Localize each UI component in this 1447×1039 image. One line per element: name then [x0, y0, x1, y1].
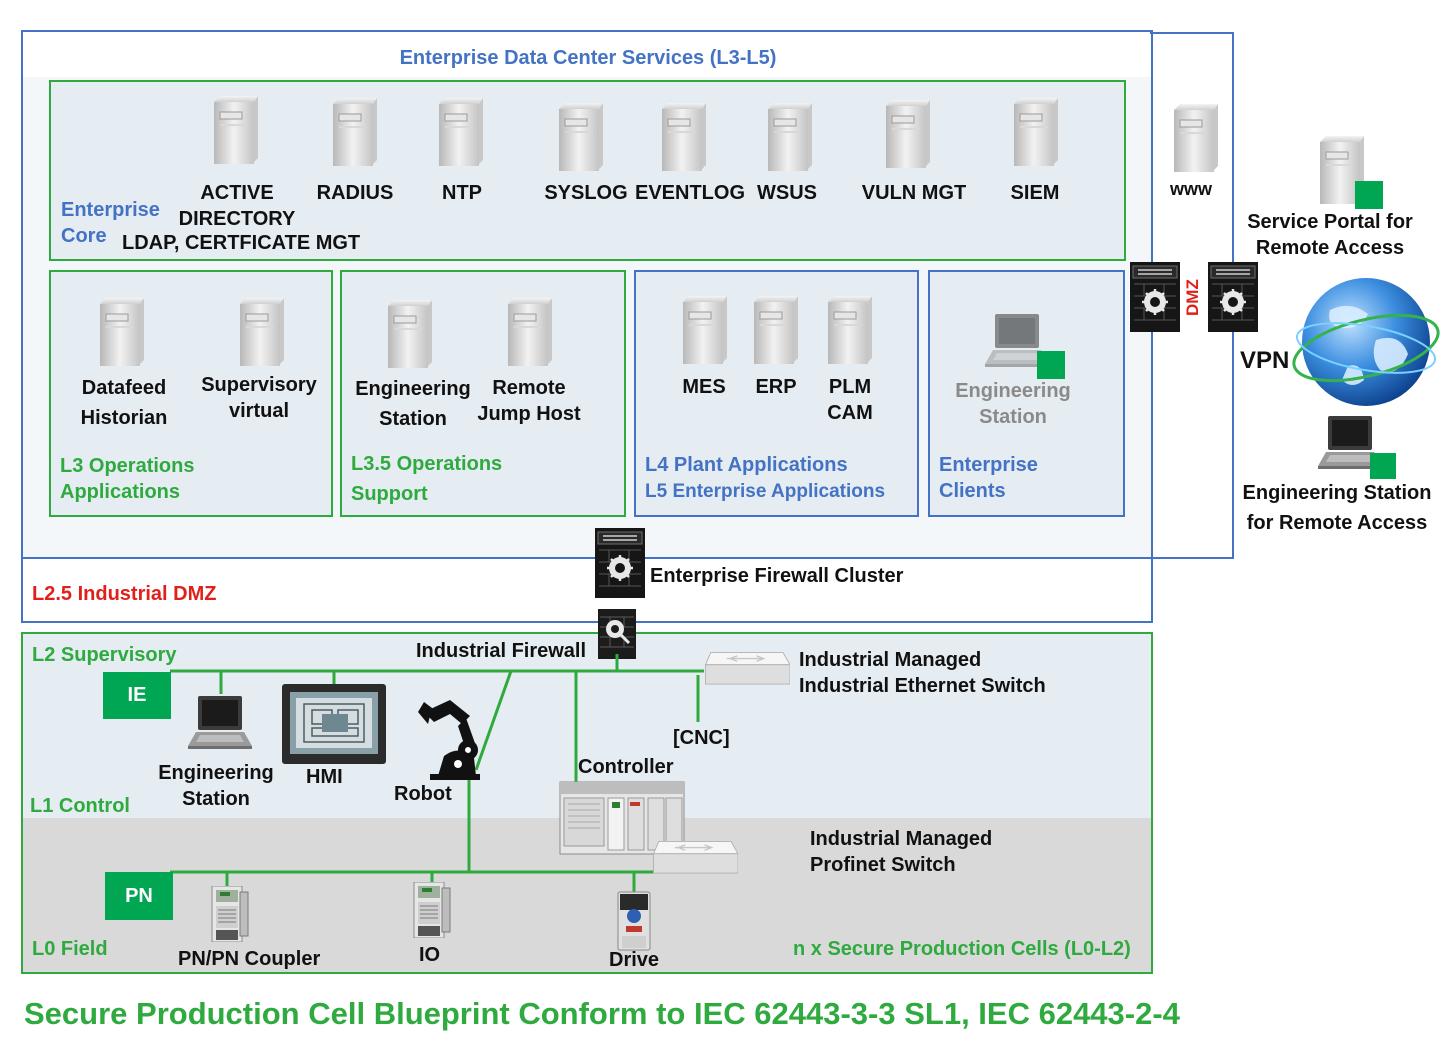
io-label: IO [419, 944, 441, 966]
ie-switch-icon [702, 651, 790, 689]
ldap-label: LDAP, CERTFICATE MGT [122, 232, 361, 254]
l5-enterprise-applications-label: L5 Enterprise Applications [645, 481, 886, 502]
footer-title: Secure Production Cell Blueprint Conform… [24, 996, 1180, 1031]
server-label-syslog: SYSLOG [544, 182, 628, 204]
server-label-vuln-mgt: VULN MGT [861, 182, 967, 204]
server-label-active-directory: ACTIVE DIRECTORY [178, 182, 296, 230]
globe-icon [1292, 278, 1440, 406]
enterprise-client-engineering-station: Engineering Station [955, 380, 1071, 428]
robot-label: Robot [394, 783, 452, 805]
pn-tag-label: PN [125, 885, 153, 907]
server-label-eventlog: EVENTLOG [634, 182, 745, 204]
ie-tag: IE [103, 672, 171, 719]
laptop-icon [188, 694, 252, 754]
cnc-label: [CNC] [673, 727, 730, 749]
l0-field-label: L0 Field [32, 938, 108, 960]
coupler-icon [210, 886, 250, 942]
l25-industrial-dmz-label: L2.5 Industrial DMZ [32, 583, 217, 605]
server-label-wsus: WSUS [757, 182, 817, 204]
server-label-erp: ERP [755, 376, 797, 398]
drive-label: Drive [609, 949, 660, 971]
controller-label: Controller [578, 756, 674, 778]
l4-plant-applications-label: L4 Plant Applications [645, 454, 848, 476]
server-label-engineering-station: Engineering Station [355, 378, 471, 430]
hmi-label: HMI [306, 766, 343, 788]
enterprise-clients-zone [928, 270, 1125, 517]
l2-supervisory-label: L2 Supervisory [32, 644, 177, 666]
enterprise-core-label: Enterprise Core [61, 199, 160, 247]
server-label-ntp: NTP [442, 182, 482, 204]
l35-operations-label: L3.5 Operations Support [351, 453, 503, 505]
l35-operations-zone [340, 270, 626, 517]
pn-switch-icon [650, 838, 738, 880]
pn-tag: PN [105, 872, 173, 920]
enterprise-title: Enterprise Data Center Services (L3-L5) [399, 47, 777, 69]
server-label-datafeed-historian: Datafeed Historian [80, 377, 168, 429]
drive-icon [617, 891, 651, 951]
ie-tag-label: IE [127, 684, 147, 706]
production-cells-label: n x Secure Production Cells (L0-L2) [793, 938, 1131, 960]
industrial-firewall-icon [598, 609, 636, 659]
io-icon [412, 882, 452, 938]
service-portal-label: Service Portal for Remote Access [1247, 211, 1413, 259]
industrial-engineering-station-label: Engineering Station [158, 762, 274, 810]
enterprise-clients-label: Enterprise Clients [939, 454, 1038, 502]
coupler-label: PN/PN Coupler [178, 948, 321, 970]
hmi-icon [282, 684, 386, 764]
status-square-icon [1037, 351, 1065, 379]
robot-icon [418, 700, 480, 780]
l3-operations-zone [49, 270, 333, 517]
remote-engineering-station-label: Engineering Station for Remote Access [1242, 482, 1432, 534]
l3-operations-label: L3 Operations Applications [60, 455, 195, 503]
server-label-mes: MES [682, 376, 726, 398]
vpn-label: VPN [1240, 347, 1290, 374]
industrial-firewall-label: Industrial Firewall [416, 640, 587, 662]
server-label-plm-cam: PLM CAM [827, 376, 873, 424]
server-label-supervisory-virtual: Supervisory virtual [201, 374, 317, 422]
www-label: www [1170, 179, 1213, 199]
pn-switch-label: Industrial Managed Profinet Switch [810, 828, 993, 876]
server-label-radius: RADIUS [316, 182, 394, 204]
ie-switch-label: Industrial Managed Industrial Ethernet S… [799, 649, 1046, 697]
l1-control-label: L1 Control [30, 795, 130, 817]
status-square-icon [1370, 453, 1396, 479]
status-square-icon [1355, 181, 1383, 209]
server-label-remote-jump-host: Remote Jump Host [477, 377, 581, 425]
controller-icon [559, 781, 685, 855]
enterprise-firewall-label: Enterprise Firewall Cluster [650, 565, 904, 587]
server-label-siem: SIEM [1010, 182, 1060, 204]
